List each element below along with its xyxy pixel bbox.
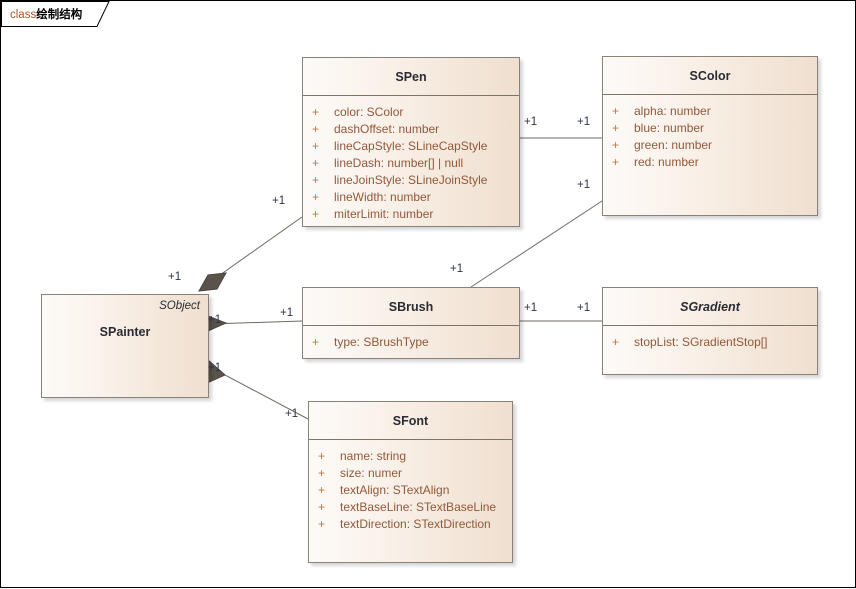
class-attribute-row: + name: string [309,448,512,465]
connector-spainter-spen [209,216,303,283]
attribute-visibility: + [318,449,326,463]
attribute-signature: type: SBrushType [334,335,429,349]
class-attributes-scolor: + alpha: number + blue: number + green: numbe… [603,95,817,171]
diagram-title-tab[interactable]: class绘制结构 [1,1,113,27]
multiplicity-spainter-spen: +1 [168,271,182,283]
class-attribute-row: + green: number [603,137,817,154]
class-attribute-row: + lineWidth: number [303,189,519,206]
attribute-visibility: + [612,138,620,152]
diagram-title: class绘制结构 [10,6,82,22]
class-title-scolor: SColor [603,57,817,95]
attribute-visibility: + [612,104,620,118]
attribute-visibility: + [312,207,320,221]
attribute-visibility: + [312,122,320,136]
class-box-sgradient[interactable]: SGradient + stopList: SGradientStop[] [602,287,818,375]
class-attributes-sfont: + name: string + size: numer + textAlign: STe… [309,440,512,533]
class-attribute-row: + textAlign: STextAlign [309,482,512,499]
attribute-signature: blue: number [634,121,705,135]
attribute-visibility: + [318,517,326,531]
class-attribute-row: + textBaseLine: STextBaseLine [309,499,512,516]
attribute-signature: alpha: number [634,104,711,118]
class-attributes-sbrush: + type: SBrushType [303,326,519,351]
multiplicity-sbrush-sgradient: +1 [524,302,538,314]
composition-diamond-spen [198,272,227,292]
class-attribute-row: + blue: number [603,120,817,137]
attribute-signature: lineDash: number[] | null [334,156,464,170]
attribute-visibility: + [312,139,320,153]
class-title-spainter: SPainter [99,325,151,339]
diagram-name-label: 绘制结构 [36,9,83,21]
class-box-spen[interactable]: SPen + color: SColor + dashOffset: number + l… [302,57,520,227]
multiplicity-sgradient-sbrush: +1 [577,302,591,314]
class-box-spainter[interactable]: SObject SPainter [41,294,209,398]
class-attribute-row: + lineDash: number[] | null [303,155,519,172]
attribute-signature: textBaseLine: STextBaseLine [340,500,497,514]
attribute-signature: lineWidth: number [334,190,431,204]
class-attribute-row: + type: SBrushType [303,334,519,351]
class-attribute-row: + textDirection: STextDirection [309,516,512,533]
class-box-scolor[interactable]: SColor + alpha: number + blue: number + green… [602,56,818,216]
class-attribute-row: + miterLimit: number [303,206,519,223]
attribute-visibility: + [312,190,320,204]
attribute-visibility: + [318,483,326,497]
class-title-sgradient: SGradient [603,288,817,326]
attribute-signature: miterLimit: number [334,207,434,221]
attribute-signature: green: number [634,138,713,152]
attribute-signature: stopList: SGradientStop[] [634,335,768,349]
connector-spainter-sbrush [209,320,303,325]
attribute-visibility: + [612,155,620,169]
multiplicity-sbrush-scolor: +1 [450,263,464,275]
class-attribute-row: + size: numer [309,465,512,482]
attribute-signature: textAlign: STextAlign [340,483,450,497]
diagram-kind-label: class [10,9,37,21]
attribute-visibility: + [612,335,620,349]
class-title-sbrush: SBrush [303,288,519,326]
attribute-signature: dashOffset: number [334,122,440,136]
multiplicity-sfont-spainter: +1 [285,408,299,420]
class-attribute-row: + stopList: SGradientStop[] [603,334,817,351]
multiplicity-spainter-sbrush: +1 [208,314,222,326]
multiplicity-scolor-spen: +1 [577,116,591,128]
class-title-spen: SPen [303,58,519,96]
class-attributes-spen: + color: SColor + dashOffset: number + lineCa… [303,96,519,223]
class-stereotype-spainter: SObject [159,300,200,312]
class-box-sbrush[interactable]: SBrush + type: SBrushType [302,287,520,359]
class-attribute-row: + color: SColor [303,104,519,121]
attribute-signature: textDirection: STextDirection [340,517,491,531]
attribute-signature: name: string [340,449,407,463]
attribute-signature: size: numer [340,466,403,480]
class-attribute-row: + lineCapStyle: SLineCapStyle [303,138,519,155]
multiplicity-spen-spainter: +1 [272,195,286,207]
attribute-visibility: + [612,121,620,135]
multiplicity-scolor-sbrush: +1 [577,179,591,191]
attribute-visibility: + [312,335,320,349]
class-attribute-row: + dashOffset: number [303,121,519,138]
attribute-visibility: + [312,173,320,187]
attribute-signature: color: SColor [334,105,404,119]
attribute-visibility: + [312,156,320,170]
attribute-visibility: + [312,105,320,119]
tab-shape-icon [1,1,110,27]
class-attribute-row: + red: number [603,154,817,171]
attribute-signature: red: number [634,155,699,169]
class-attribute-row: + alpha: number [603,103,817,120]
class-attribute-row: + lineJoinStyle: SLineJoinStyle [303,172,519,189]
class-title-sfont: SFont [309,402,512,440]
attribute-signature: lineJoinStyle: SLineJoinStyle [334,173,488,187]
class-box-sfont[interactable]: SFont + name: string + size: numer + textAlig… [308,401,513,563]
attribute-visibility: + [318,466,326,480]
attribute-signature: lineCapStyle: SLineCapStyle [334,139,488,153]
class-attributes-sgradient: + stopList: SGradientStop[] [603,326,817,351]
attribute-visibility: + [318,500,326,514]
multiplicity-sbrush-spainter: +1 [280,307,294,319]
multiplicity-spen-scolor: +1 [524,116,538,128]
multiplicity-spainter-sfont: +1 [208,362,222,374]
